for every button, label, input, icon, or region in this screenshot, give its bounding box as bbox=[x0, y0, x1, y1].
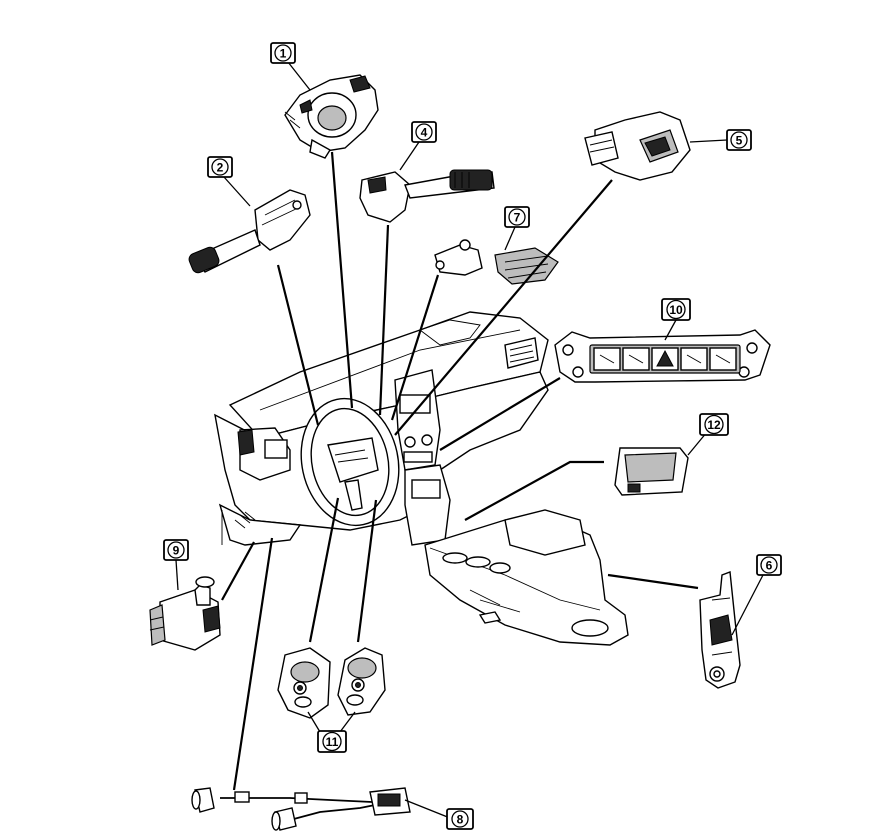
part-10-center-switch-bank bbox=[554, 329, 771, 383]
part-11-steering-wheel-switches bbox=[277, 647, 386, 719]
leader-6 bbox=[607, 573, 699, 590]
leader-12 bbox=[464, 460, 604, 521]
callout-6-label: 6 bbox=[766, 559, 773, 573]
callout-9-label: 9 bbox=[173, 544, 180, 558]
callout-9: 9 bbox=[163, 539, 189, 561]
callout-4: 4 bbox=[411, 121, 437, 143]
callout-7-label: 7 bbox=[514, 211, 521, 225]
part-9-plunger-switch bbox=[149, 576, 221, 651]
callout-8: 8 bbox=[446, 808, 474, 830]
leader-8 bbox=[232, 537, 274, 791]
leader-7 bbox=[390, 274, 440, 421]
part-4-wiper-switch bbox=[359, 169, 495, 223]
leader-1 bbox=[330, 151, 354, 409]
callout-2-label: 2 bbox=[217, 161, 224, 175]
part-12-auxiliary-switch bbox=[614, 447, 689, 496]
leader-11b bbox=[356, 499, 378, 643]
part-5-ignition-switch bbox=[584, 111, 691, 181]
callout-1-label: 1 bbox=[280, 47, 287, 61]
callout-11-label: 11 bbox=[326, 735, 339, 749]
part-6-brake-lamp-switch bbox=[699, 571, 741, 689]
leader-2 bbox=[276, 264, 320, 426]
callout-5: 5 bbox=[726, 129, 752, 151]
callout-11: 11 bbox=[317, 730, 347, 753]
part-8-wiring-harness-switch bbox=[191, 787, 411, 831]
leader-10 bbox=[439, 377, 561, 451]
callout-4-label: 4 bbox=[421, 126, 428, 140]
callout-2: 2 bbox=[207, 156, 233, 178]
leader-5 bbox=[394, 179, 613, 436]
callout-6: 6 bbox=[756, 554, 782, 576]
callout-10-label: 10 bbox=[669, 303, 683, 317]
callout-7: 7 bbox=[504, 206, 530, 228]
callout-12-label: 12 bbox=[707, 418, 721, 432]
leader-lines bbox=[221, 151, 699, 791]
callout-5-label: 5 bbox=[736, 134, 743, 148]
callout-1: 1 bbox=[270, 42, 296, 64]
leader-9 bbox=[221, 541, 255, 601]
leader-11a bbox=[308, 497, 340, 643]
floor-console bbox=[424, 509, 629, 646]
leader-4 bbox=[378, 224, 390, 416]
callout-pointers bbox=[175, 61, 764, 819]
callout-12: 12 bbox=[699, 413, 729, 436]
callout-10: 10 bbox=[661, 298, 691, 321]
part-2-multifunction-stalk bbox=[188, 189, 311, 274]
callout-8-label: 8 bbox=[457, 813, 464, 827]
part-1-clockspring-switch bbox=[284, 74, 379, 159]
part-7-paddle-shifters bbox=[434, 239, 559, 285]
steering-wheel bbox=[300, 397, 400, 527]
